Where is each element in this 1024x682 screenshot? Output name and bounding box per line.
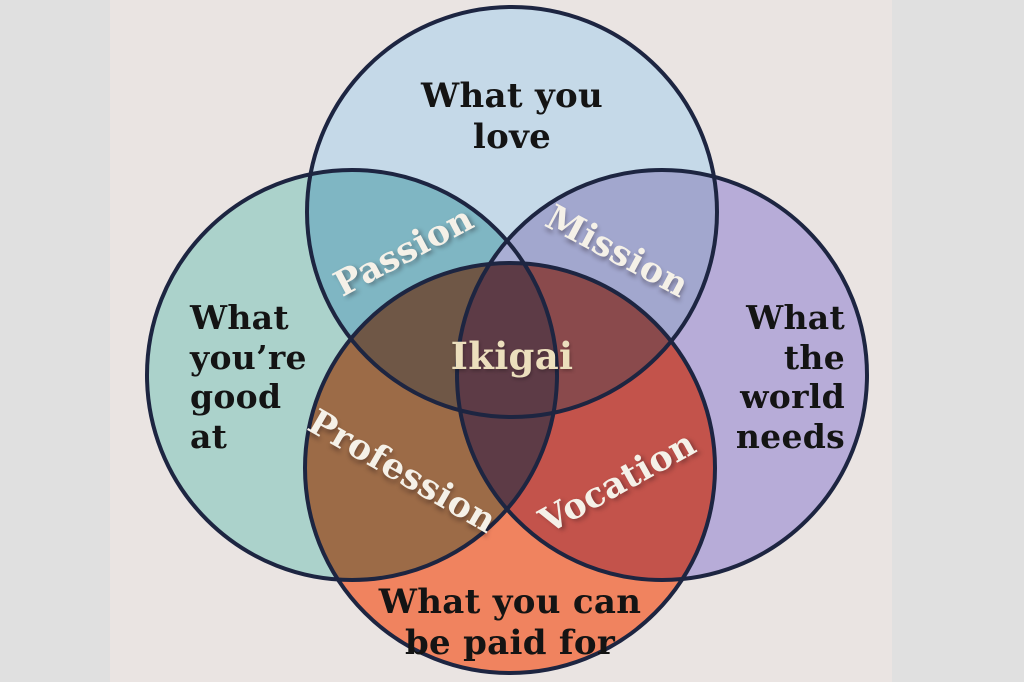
label-what-the-world-needs: What the world needs: [735, 298, 845, 456]
circle-world-needs-outline: [455, 168, 869, 582]
label-what-youre-good-at: What you’re good at: [190, 298, 307, 456]
label-ikigai: Ikigai: [450, 333, 574, 378]
label-what-you-love: What you love: [420, 76, 604, 157]
circle-love-outline: [305, 5, 719, 419]
label-what-you-can-be-paid-for: What you can be paid for: [378, 582, 642, 663]
circle-paid-for-outline: [303, 261, 717, 675]
circle-good-at-outline: [145, 168, 559, 582]
